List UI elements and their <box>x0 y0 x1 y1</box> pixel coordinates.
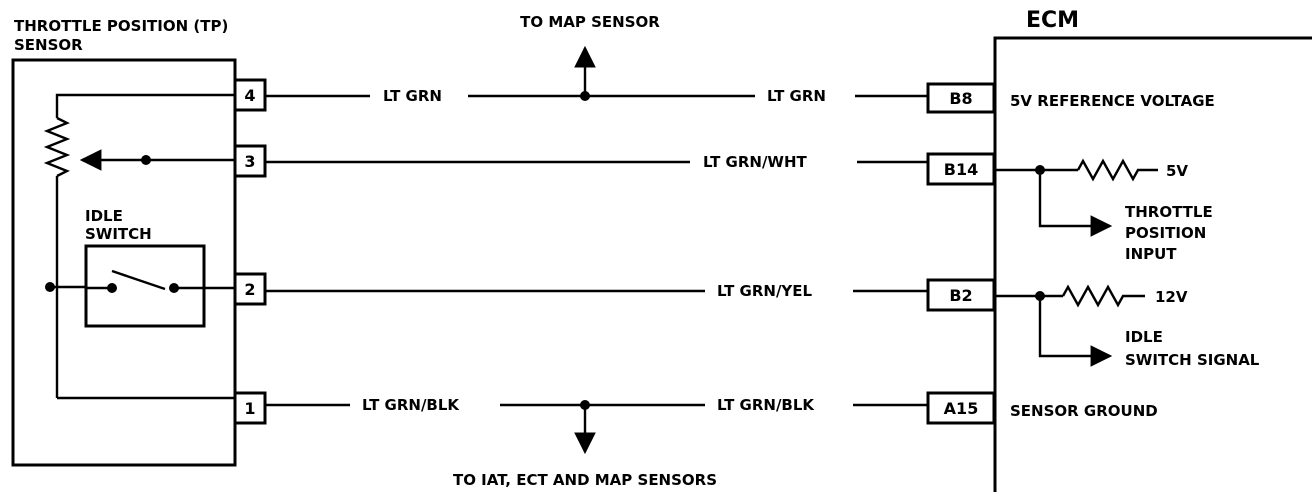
ref-voltage-label: 5V REFERENCE VOLTAGE <box>1010 92 1215 110</box>
b2-pullup-resistor <box>1061 284 1145 308</box>
ecm-pin-a15-label: A15 <box>944 399 979 418</box>
sensor-pin-2-label: 2 <box>244 280 255 299</box>
sensor-ground-label: SENSOR GROUND <box>1010 402 1158 420</box>
idle-signal-label-line2: SWITCH SIGNAL <box>1125 351 1260 369</box>
to-sensors-label: TO IAT, ECT AND MAP SENSORS <box>453 471 717 489</box>
ecm-pin-b14 <box>926 152 996 186</box>
to-map-sensor-label: TO MAP SENSOR <box>520 13 660 31</box>
idle-switch-label-line2: SWITCH <box>85 225 152 243</box>
idle-switch-blade <box>111 269 166 291</box>
wire-2-label: LT GRN/YEL <box>717 282 813 300</box>
sensor-pin-4-label: 4 <box>244 86 255 105</box>
tp-input-label-line1: THROTTLE <box>1125 203 1213 221</box>
ecm-pin-a15 <box>926 391 996 425</box>
wiper-junction <box>141 155 151 165</box>
sensor-pin-2 <box>233 272 267 306</box>
tp-input-label-line2: POSITION <box>1125 224 1206 242</box>
sensor-pin-1 <box>233 391 267 425</box>
ecm-title: ECM <box>1026 8 1079 33</box>
sensor-ref-internal-wire <box>55 93 235 118</box>
wire-3-label: LT GRN/WHT <box>703 153 808 171</box>
voltage-5v-label: 5V <box>1166 162 1188 180</box>
ecm-pin-b8-label: B8 <box>949 89 972 108</box>
sensor-pin-1-label: 1 <box>244 399 255 418</box>
ecm-pin-b2 <box>926 278 996 312</box>
wire-1-left-label: LT GRN/BLK <box>362 396 460 414</box>
idle-switch-box <box>84 244 206 328</box>
potentiometer-resistor <box>43 116 71 178</box>
wire-1-right-label: LT GRN/BLK <box>717 396 815 414</box>
sensor-pin-3 <box>233 144 267 178</box>
ecm-boundary <box>993 36 1312 492</box>
idle-signal-label-line1: IDLE <box>1125 328 1163 346</box>
idle-switch-label-line1: IDLE <box>85 207 123 225</box>
sensor-pin-3-label: 3 <box>244 152 255 171</box>
idle-signal-arrow <box>1038 296 1113 367</box>
wire-4-left-label: LT GRN <box>383 87 442 105</box>
tp-input-label-line3: INPUT <box>1125 245 1177 263</box>
ecm-pin-b8 <box>926 82 996 114</box>
ecm-pin-b14-label: B14 <box>944 160 978 179</box>
sensor-title-line1: THROTTLE POSITION (TP) <box>14 17 228 35</box>
ecm-pin-b2-label: B2 <box>949 286 972 305</box>
sensor-title-line2: SENSOR <box>14 36 83 54</box>
voltage-12v-label: 12V <box>1155 288 1188 306</box>
wire-4-right-label: LT GRN <box>767 87 826 105</box>
b14-pullup-resistor <box>1076 158 1158 182</box>
tp-input-arrow <box>1038 170 1113 237</box>
